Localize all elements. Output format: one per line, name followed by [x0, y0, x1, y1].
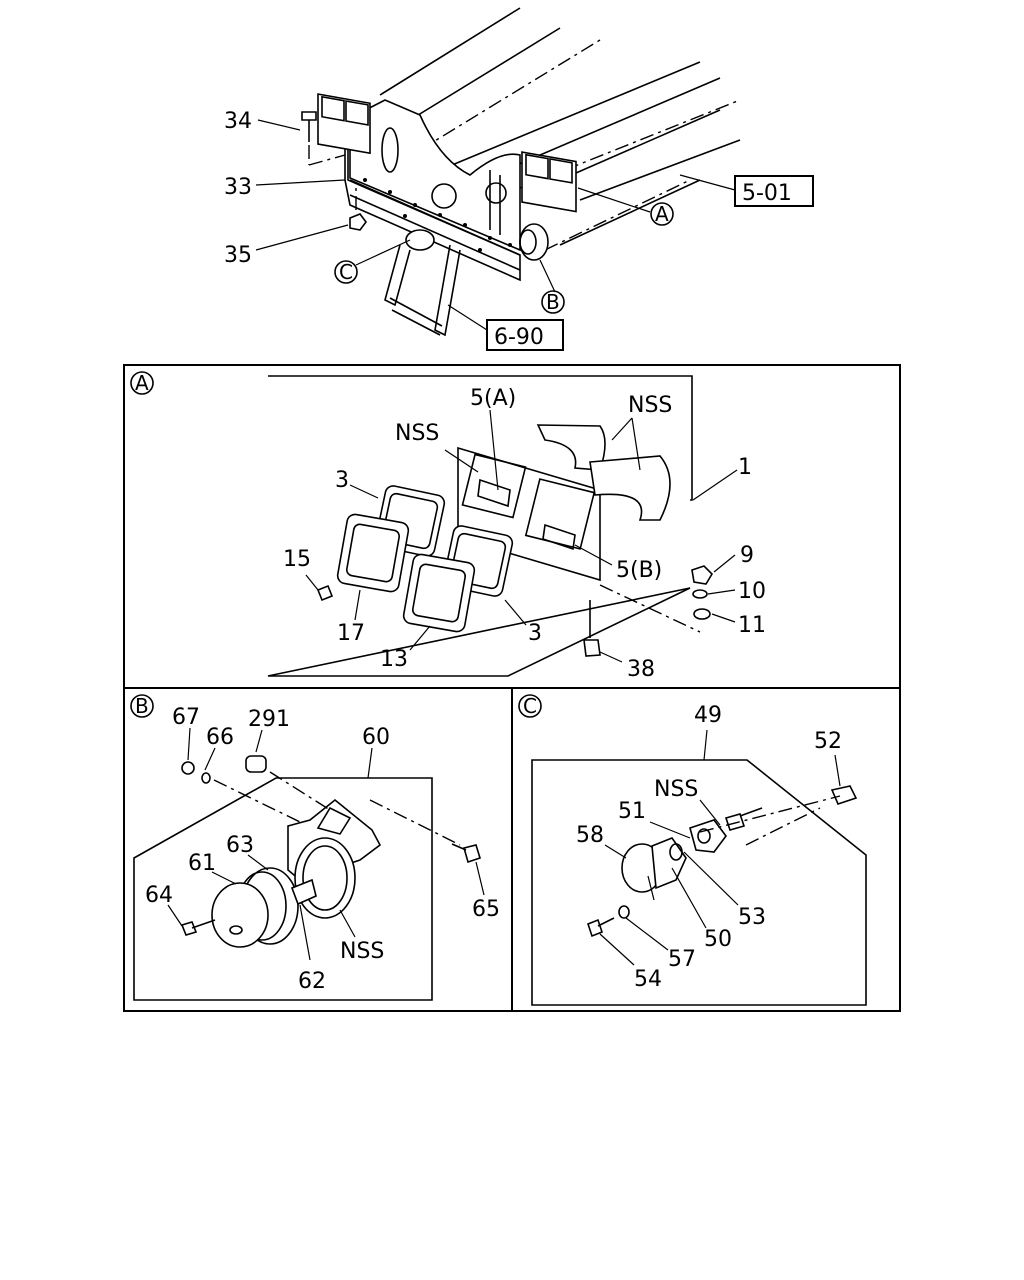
label-nss-c: NSS [654, 777, 698, 802]
marker-c: C [339, 260, 353, 284]
label-291: 291 [248, 707, 290, 732]
label-11: 11 [738, 613, 766, 638]
label-38: 38 [627, 657, 655, 682]
callout-33: 33 [224, 175, 252, 200]
marker-b: B [546, 290, 560, 314]
panel-b-marker: B [135, 694, 149, 718]
label-17: 17 [337, 621, 365, 646]
callout-35: 35 [224, 243, 252, 268]
label-nss-1: NSS [395, 421, 439, 446]
label-54: 54 [634, 967, 662, 992]
ref-6-90: 6-90 [494, 325, 544, 350]
label-49: 49 [694, 703, 722, 728]
label-nss-b: NSS [340, 939, 384, 964]
label-nss-2: NSS [628, 393, 672, 418]
label-9: 9 [740, 543, 754, 568]
label-60: 60 [362, 725, 390, 750]
label-58: 58 [576, 823, 604, 848]
overview-assembly: 34 33 35 5-01 6-90 A B C [224, 7, 814, 351]
panel-a: A [130, 371, 766, 682]
panel-c: C 49 52 NSS 51 58 53 50 57 [518, 694, 867, 1006]
label-13: 13 [380, 647, 408, 672]
label-57: 57 [668, 947, 696, 972]
panel-b: B 67 66 [130, 694, 500, 1001]
label-66: 66 [206, 725, 234, 750]
panel-c-marker: C [523, 694, 537, 718]
ref-5-01: 5-01 [742, 181, 792, 206]
label-62: 62 [298, 969, 326, 994]
callout-34: 34 [224, 109, 252, 134]
label-65: 65 [472, 897, 500, 922]
label-15: 15 [283, 547, 311, 572]
label-3-bottom: 3 [528, 621, 542, 646]
label-53: 53 [738, 905, 766, 930]
label-64: 64 [145, 883, 173, 908]
label-52: 52 [814, 729, 842, 754]
marker-a: A [655, 202, 669, 226]
label-50: 50 [704, 927, 732, 952]
label-3-top: 3 [335, 468, 349, 493]
label-1: 1 [738, 455, 752, 480]
label-61: 61 [188, 851, 216, 876]
label-51: 51 [618, 799, 646, 824]
label-63: 63 [226, 833, 254, 858]
panel-a-marker: A [135, 371, 149, 395]
label-5a: 5(A) [470, 386, 516, 411]
label-10: 10 [738, 579, 766, 604]
label-67: 67 [172, 705, 200, 730]
label-5b: 5(B) [616, 558, 662, 583]
